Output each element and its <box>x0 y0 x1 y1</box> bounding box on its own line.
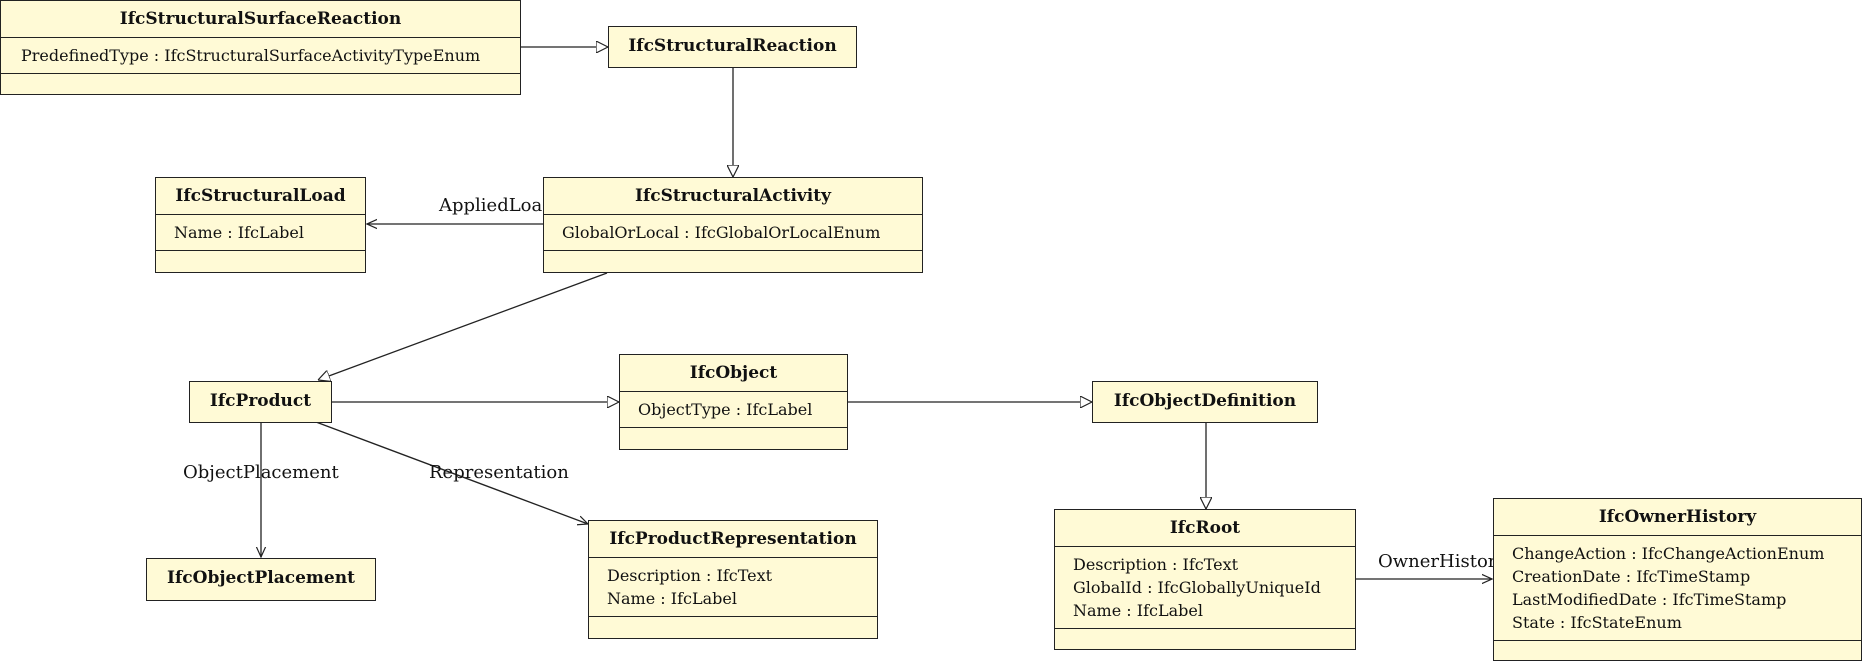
class-name: IfcOwnerHistory <box>1598 507 1757 527</box>
class-ifc-structural-surface-reaction[interactable]: IfcStructuralSurfaceReaction PredefinedT… <box>0 0 521 95</box>
attribute: Description : IfcText <box>1073 555 1239 574</box>
class-ifc-structural-reaction[interactable]: IfcStructuralReaction <box>608 26 857 68</box>
class-name: IfcStructuralActivity <box>635 186 831 206</box>
operations-compartment <box>1055 628 1355 647</box>
label-applied-load: AppliedLoad <box>439 195 554 216</box>
attribute: LastModifiedDate : IfcTimeStamp <box>1512 590 1787 609</box>
class-name: IfcProductRepresentation <box>609 529 857 549</box>
attribute: Description : IfcText <box>607 566 773 585</box>
operations-compartment <box>1 73 520 92</box>
operations-compartment <box>1494 640 1861 659</box>
class-name: IfcStructuralLoad <box>175 186 346 206</box>
class-ifc-product[interactable]: IfcProduct <box>189 381 332 423</box>
generalization-activity-to-product <box>318 272 608 380</box>
attribute: State : IfcStateEnum <box>1512 613 1682 632</box>
class-ifc-structural-load[interactable]: IfcStructuralLoad Name : IfcLabel <box>155 177 366 273</box>
association-representation <box>315 421 588 524</box>
class-ifc-object-definition[interactable]: IfcObjectDefinition <box>1092 381 1318 423</box>
label-representation: Representation <box>429 462 569 483</box>
class-name: IfcObjectPlacement <box>167 568 355 588</box>
attribute: ChangeAction : IfcChangeActionEnum <box>1512 544 1825 563</box>
attribute: CreationDate : IfcTimeStamp <box>1512 567 1751 586</box>
class-name: IfcObject <box>689 363 778 383</box>
class-ifc-object[interactable]: IfcObject ObjectType : IfcLabel <box>619 354 848 450</box>
operations-compartment <box>620 427 847 446</box>
class-ifc-root[interactable]: IfcRoot Description : IfcText GlobalId :… <box>1054 509 1356 650</box>
class-name: IfcStructuralReaction <box>628 36 837 56</box>
operations-compartment <box>544 250 922 269</box>
class-ifc-owner-history[interactable]: IfcOwnerHistory ChangeAction : IfcChange… <box>1493 498 1862 661</box>
class-name: IfcProduct <box>209 391 312 411</box>
label-object-placement: ObjectPlacement <box>183 462 339 483</box>
attribute: ObjectType : IfcLabel <box>638 400 813 419</box>
attribute: Name : IfcLabel <box>1073 601 1203 620</box>
attribute: PredefinedType : IfcStructuralSurfaceAct… <box>21 46 481 65</box>
operations-compartment <box>589 616 877 635</box>
attribute: Name : IfcLabel <box>174 223 304 242</box>
attribute: GlobalOrLocal : IfcGlobalOrLocalEnum <box>562 223 881 242</box>
class-ifc-product-representation[interactable]: IfcProductRepresentation Description : I… <box>588 520 878 639</box>
label-owner-history: OwnerHistory <box>1378 551 1507 572</box>
class-name: IfcStructuralSurfaceReaction <box>119 9 402 29</box>
attribute: GlobalId : IfcGloballyUniqueId <box>1073 578 1321 597</box>
operations-compartment <box>156 250 365 269</box>
class-name: IfcObjectDefinition <box>1113 391 1297 411</box>
class-ifc-structural-activity[interactable]: IfcStructuralActivity GlobalOrLocal : If… <box>543 177 923 273</box>
class-name: IfcRoot <box>1169 518 1241 538</box>
class-ifc-object-placement[interactable]: IfcObjectPlacement <box>146 558 376 601</box>
attribute: Name : IfcLabel <box>607 589 737 608</box>
